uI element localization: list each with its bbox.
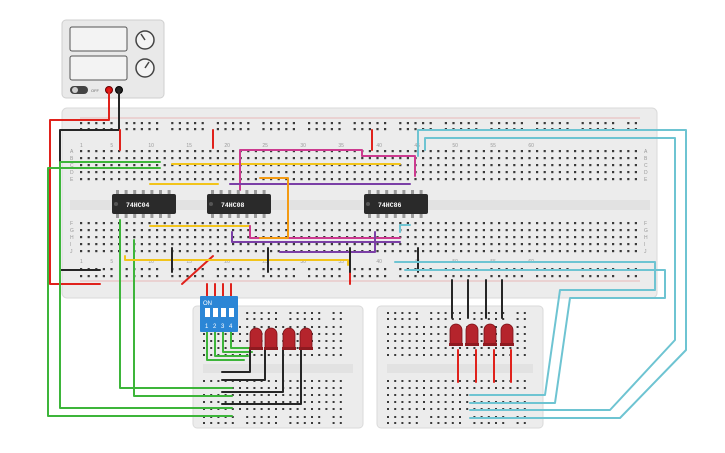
svg-text:2: 2 <box>213 324 217 330</box>
led-4[interactable] <box>500 323 514 346</box>
column-number: 25 <box>262 143 268 149</box>
wire-green-4 <box>133 239 233 397</box>
chip-label: 74HC04 <box>126 202 150 209</box>
row-letter: H <box>70 235 74 241</box>
column-number: 20 <box>224 143 230 149</box>
column-number: 15 <box>186 259 192 265</box>
row-letter: I <box>644 242 645 248</box>
column-number: 55 <box>490 143 496 149</box>
row-letter: A <box>70 149 74 155</box>
wire-magenta <box>239 149 416 191</box>
column-number: 40 <box>376 259 382 265</box>
column-number: 30 <box>300 259 306 265</box>
column-number: 1 <box>80 143 83 149</box>
column-number: 5 <box>110 143 113 149</box>
wires[interactable] <box>47 89 687 419</box>
column-number: 10 <box>148 259 154 265</box>
column-number: 20 <box>224 259 230 265</box>
wire-green-2 <box>47 167 233 417</box>
row-letter: E <box>70 177 74 183</box>
chip-74hc86[interactable]: 74HC86 <box>364 190 428 218</box>
wire-cyan-3 <box>394 261 656 396</box>
power-supply[interactable]: OFF <box>61 19 165 99</box>
row-letter: D <box>644 170 648 176</box>
led-3[interactable] <box>282 327 296 350</box>
dip-toggle-4[interactable] <box>229 308 234 317</box>
led-3[interactable] <box>483 323 497 346</box>
row-letter: A <box>644 149 648 155</box>
voltage-display <box>69 26 128 52</box>
column-number: 1 <box>80 259 83 265</box>
column-number: 10 <box>148 143 154 149</box>
chip-74hc08[interactable]: 74HC08 <box>207 190 271 218</box>
led-1[interactable] <box>449 323 463 346</box>
svg-text:4: 4 <box>229 324 233 330</box>
wire-cyan-1 <box>424 137 676 411</box>
column-number: 60 <box>528 143 534 149</box>
row-letter: E <box>644 177 648 183</box>
row-letter: F <box>644 221 647 227</box>
column-number: 25 <box>262 259 268 265</box>
row-letter: J <box>644 249 647 255</box>
led-4[interactable] <box>299 327 313 350</box>
chip-label: 74HC86 <box>378 202 402 209</box>
led-1[interactable] <box>249 327 263 350</box>
wire-red-vcc <box>49 89 110 285</box>
chip-74hc04[interactable]: 74HC04 <box>112 190 176 218</box>
led-2[interactable] <box>465 323 479 346</box>
dip-switch[interactable]: ON 1 2 3 4 <box>200 296 238 332</box>
wire-orange <box>259 177 289 239</box>
dip-toggle-1[interactable] <box>205 308 210 317</box>
row-letter: H <box>644 235 648 241</box>
main-breadboard: 1155101015152020252530303535404045455050… <box>61 107 658 299</box>
column-number: 50 <box>452 143 458 149</box>
led-2[interactable] <box>264 327 278 350</box>
row-letter: J <box>70 249 73 255</box>
wire-cyan-2 <box>417 129 687 419</box>
chip-label: 74HC08 <box>221 202 245 209</box>
svg-text:1: 1 <box>205 324 209 330</box>
column-number: 5 <box>110 259 113 265</box>
row-letter: I <box>70 242 71 248</box>
column-number: 15 <box>186 143 192 149</box>
row-letter: G <box>644 228 648 234</box>
row-letter: C <box>70 163 74 169</box>
column-number: 40 <box>376 143 382 149</box>
row-letter: C <box>644 163 648 169</box>
power-switch-label: OFF <box>91 88 100 93</box>
current-display <box>69 55 128 81</box>
dip-toggle-2[interactable] <box>213 308 218 317</box>
row-letter: B <box>644 156 648 162</box>
leds-left[interactable] <box>249 327 313 350</box>
column-number: 35 <box>338 143 344 149</box>
column-number: 30 <box>300 143 306 149</box>
wire-cyan-4 <box>404 269 666 404</box>
row-letter: D <box>70 170 74 176</box>
wire-black-gnd <box>59 89 120 271</box>
dip-toggle-3[interactable] <box>221 308 226 317</box>
column-number: 35 <box>338 259 344 265</box>
wire-green-3 <box>119 219 233 389</box>
row-letter: F <box>70 221 73 227</box>
svg-text:3: 3 <box>221 324 225 330</box>
row-letter: G <box>70 228 74 234</box>
leds-right[interactable] <box>449 323 514 346</box>
wire-green-1 <box>59 161 233 409</box>
dip-on-label: ON <box>203 301 212 307</box>
main-breadboard-holes <box>80 122 637 278</box>
row-letter: B <box>70 156 74 162</box>
